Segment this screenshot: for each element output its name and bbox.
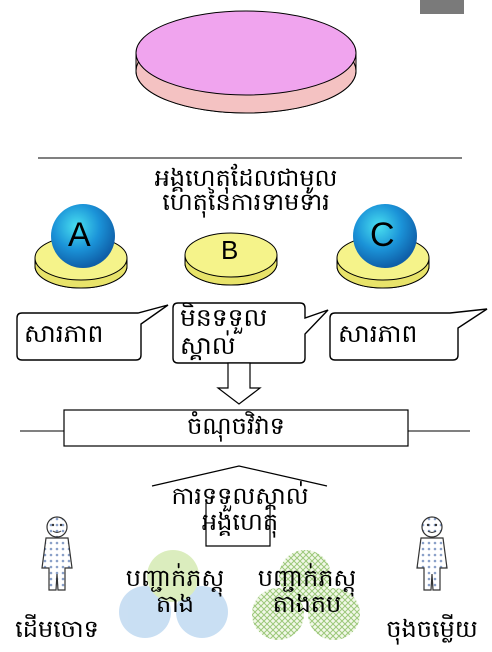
- callout-left-text: សារភាព: [24, 319, 104, 348]
- plate-c: [336, 204, 430, 289]
- evidence-right-line-2: តាងតប: [272, 590, 342, 618]
- defendant-label: ចុងចម្លើយ: [386, 615, 478, 643]
- callout-center-line-2: ស្គាល់: [180, 331, 236, 360]
- recognition-frame: [205, 503, 271, 547]
- ball-a: [51, 204, 115, 268]
- plate-a-letter: A: [68, 216, 91, 254]
- callout-left-bubble: [16, 304, 169, 361]
- evidence-right-circles: [252, 550, 360, 640]
- corner-tab: [420, 0, 464, 14]
- callout-right-bubble: [329, 308, 488, 361]
- title-line-2: ហេតុនៃការទាមទារ: [162, 188, 330, 216]
- callout-right-text: សារភាព: [338, 319, 418, 348]
- plate-a: [34, 204, 128, 289]
- ball-c: [353, 204, 417, 268]
- dispute-label: ចំណុចវិវាទ: [187, 412, 285, 440]
- recognition-line-2: អង្គហេតុ: [201, 508, 279, 536]
- plate-b-letter: B: [221, 235, 239, 265]
- defendant-figure: [416, 516, 448, 591]
- callout-center-line-1: មិនទទួល: [180, 303, 268, 332]
- plaintiff-figure: [41, 516, 73, 591]
- plaintiff-label: ដើមចោទ: [15, 615, 99, 643]
- plate-c-letter: C: [370, 216, 395, 254]
- callout-center-bubble: [172, 302, 329, 364]
- title-line-1: អង្គហេតុដែលជាមូល: [154, 164, 338, 192]
- top-disc: [135, 10, 357, 114]
- plate-b: [184, 232, 278, 286]
- evidence-left-line-2: តាង: [155, 590, 195, 618]
- evidence-left-circles: [119, 550, 228, 638]
- down-arrow: [216, 362, 262, 405]
- evidence-left-line-1: បញ្ជាក់ភស្តុ: [125, 564, 225, 592]
- recognition-line-1: ការទទួលស្គាល់: [171, 482, 309, 510]
- dispute-box: [63, 409, 409, 447]
- recognition-roof: [151, 465, 328, 487]
- evidence-right-line-1: បញ្ជាក់ភស្តុ: [257, 564, 357, 592]
